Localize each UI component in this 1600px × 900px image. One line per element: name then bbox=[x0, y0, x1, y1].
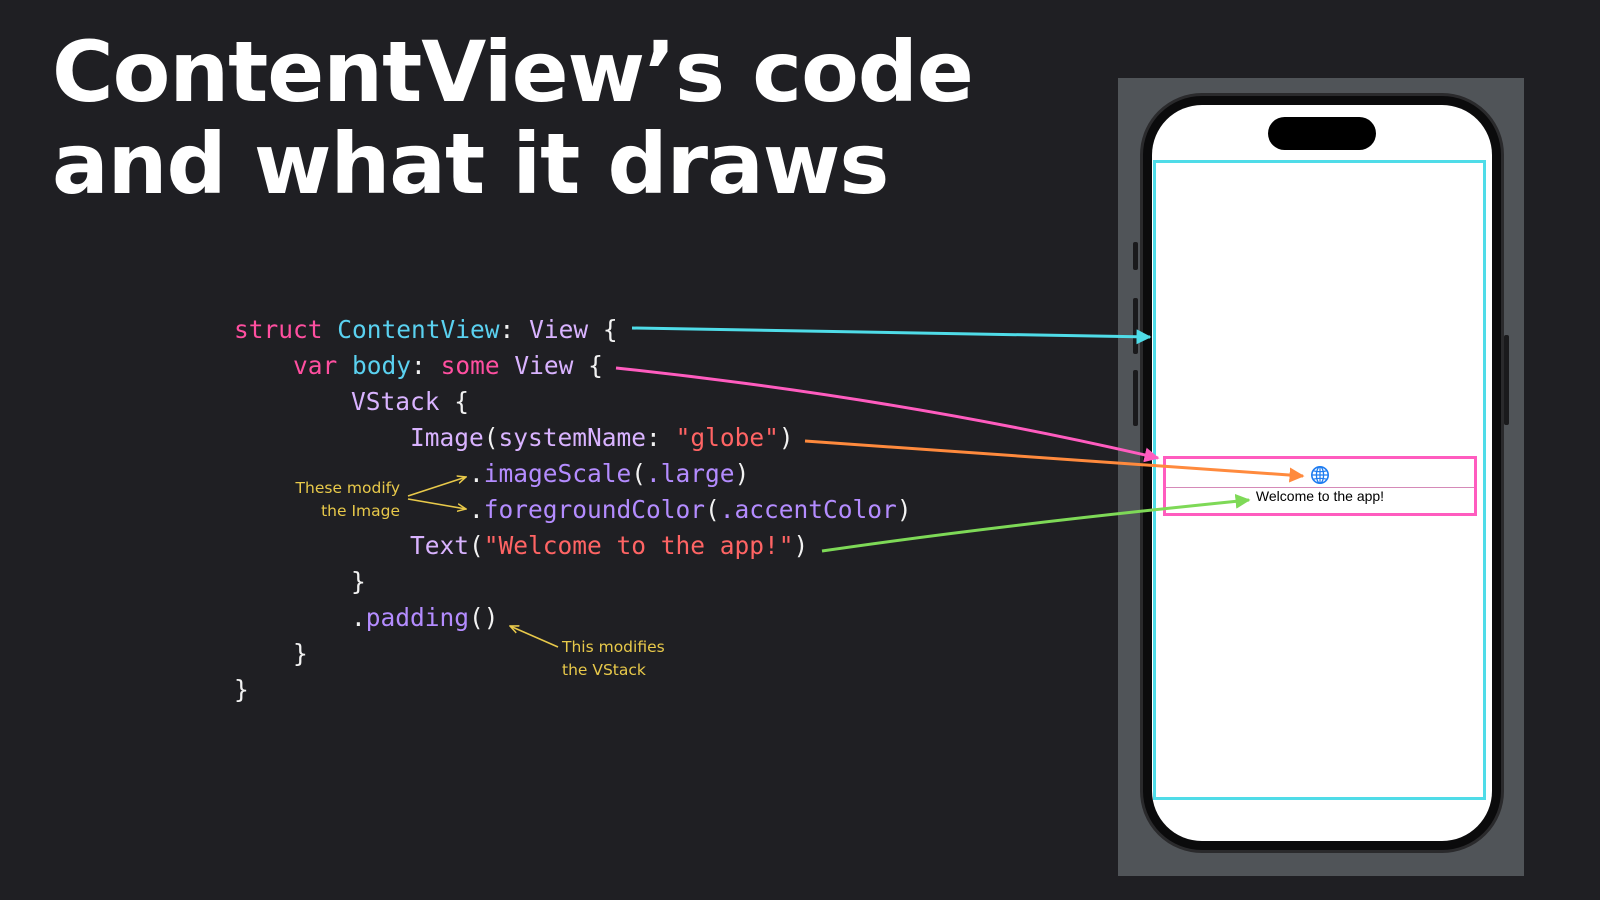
note-vstack-modifier: This modifies the VStack bbox=[562, 636, 665, 682]
code-line-close-body: } bbox=[293, 636, 308, 672]
colon: : bbox=[411, 351, 441, 380]
protocol-view: View bbox=[514, 351, 574, 380]
arrow-image bbox=[804, 439, 1305, 483]
close-paren: ) bbox=[793, 531, 809, 560]
close-paren: ) bbox=[896, 495, 912, 524]
string-welcome: "Welcome to the app!" bbox=[483, 531, 794, 560]
type-vstack: VStack bbox=[351, 387, 440, 416]
close-brace: } bbox=[234, 675, 249, 704]
code-line-image: Image(systemName: "globe") bbox=[410, 420, 794, 456]
phone-screen bbox=[1152, 105, 1492, 841]
argument-large: .large bbox=[646, 459, 735, 488]
code-line-body: var body: some View { bbox=[293, 348, 603, 384]
open-brace: { bbox=[573, 351, 603, 380]
keyword-some: some bbox=[440, 351, 500, 380]
type-contentview: ContentView bbox=[337, 315, 500, 344]
note-image-modifiers: These modify the Image bbox=[288, 477, 400, 523]
code-line-imagescale: .imageScale(.large) bbox=[469, 456, 749, 492]
arrow-body bbox=[615, 366, 1160, 463]
colon: : bbox=[646, 423, 676, 452]
modifier-imagescale: imageScale bbox=[483, 459, 632, 488]
arrow-contentview bbox=[631, 326, 1152, 345]
colon: : bbox=[499, 315, 530, 344]
code-line-close-struct: } bbox=[234, 672, 249, 708]
keyword-var: var bbox=[293, 351, 338, 380]
dot: . bbox=[351, 603, 366, 632]
close-brace: } bbox=[293, 639, 308, 668]
keyword-struct: struct bbox=[234, 315, 323, 344]
arrow-note-padding bbox=[510, 626, 559, 648]
open-brace: { bbox=[588, 315, 618, 344]
vstack-outline bbox=[1163, 456, 1477, 516]
arrow-note-imagescale bbox=[407, 477, 466, 497]
code-line-padding: .padding() bbox=[351, 600, 499, 636]
modifier-foregroundcolor: foregroundColor bbox=[483, 495, 706, 524]
note-image-line-1: These modify bbox=[295, 479, 400, 497]
note-vstack-line-2: the VStack bbox=[562, 661, 646, 679]
dot: . bbox=[469, 495, 484, 524]
argument-accentcolor: .accentColor bbox=[719, 495, 897, 524]
welcome-text: Welcome to the app! bbox=[1255, 488, 1385, 504]
close-paren: ) bbox=[734, 459, 750, 488]
phone-volume-down-button bbox=[1133, 370, 1138, 426]
slide-title: ContentView’s code and what it draws bbox=[52, 23, 974, 213]
string-globe: "globe" bbox=[675, 423, 779, 452]
close-paren: ) bbox=[778, 423, 794, 452]
type-text: Text bbox=[410, 531, 470, 560]
open-paren: ( bbox=[631, 459, 647, 488]
code-line-close-vstack: } bbox=[351, 564, 366, 600]
type-image: Image bbox=[410, 423, 484, 452]
open-paren: ( bbox=[483, 423, 499, 452]
code-line-struct: struct ContentView: View { bbox=[234, 312, 618, 348]
argument-systemname: systemName bbox=[498, 423, 647, 452]
globe-icon bbox=[1311, 466, 1329, 484]
modifier-padding: padding bbox=[365, 603, 470, 632]
arrow-text bbox=[821, 493, 1251, 553]
close-brace: } bbox=[351, 567, 366, 596]
title-line-1: ContentView’s code bbox=[52, 23, 974, 121]
note-vstack-line-1: This modifies bbox=[562, 638, 665, 656]
title-line-2: and what it draws bbox=[52, 115, 889, 213]
protocol-view: View bbox=[529, 315, 589, 344]
property-body: body bbox=[352, 351, 412, 380]
phone-action-button bbox=[1133, 242, 1138, 270]
vstack-row-divider bbox=[1166, 487, 1474, 488]
contentview-outline bbox=[1153, 160, 1486, 800]
dynamic-island bbox=[1268, 117, 1376, 150]
arrow-note-foregroundcolor bbox=[407, 498, 466, 509]
open-brace: { bbox=[439, 387, 470, 416]
open-paren: ( bbox=[705, 495, 720, 524]
code-line-text: Text("Welcome to the app!") bbox=[410, 528, 808, 564]
code-line-foregroundcolor: .foregroundColor(.accentColor) bbox=[469, 492, 912, 528]
parens: () bbox=[469, 603, 499, 632]
phone-power-button bbox=[1504, 335, 1509, 425]
note-image-line-2: the Image bbox=[321, 502, 400, 520]
code-line-vstack: VStack { bbox=[351, 384, 469, 420]
open-paren: ( bbox=[469, 531, 484, 560]
phone-volume-up-button bbox=[1133, 298, 1138, 354]
dot: . bbox=[469, 459, 484, 488]
